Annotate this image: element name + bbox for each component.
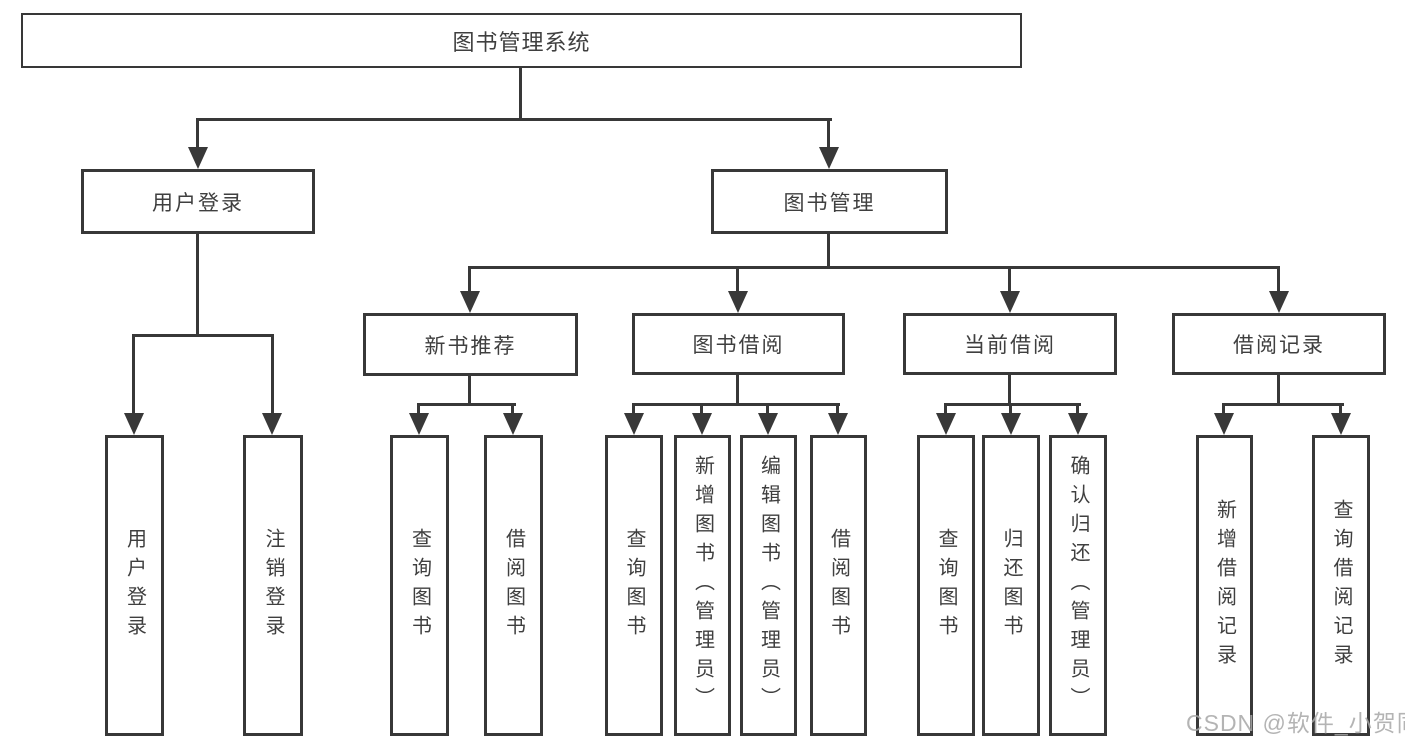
watermark: CSDN @软件_小贺同学 [1186,710,1405,736]
node-new-book-recommendation: 新书推荐 [363,313,578,376]
connector-line [132,334,135,414]
leaf-user-login: 用户登录 [105,435,164,736]
leaf-query-books-borrowing: 查询图书 [605,435,663,736]
connector-line [196,118,832,121]
connector-line [417,403,516,406]
arrow-down-icon [1214,413,1234,435]
arrow-down-icon [503,413,523,435]
connector-line [196,118,199,149]
leaf-add-borrow-record: 新增借阅记录 [1196,435,1253,736]
node-borrowing-records: 借阅记录 [1172,313,1386,375]
connector-line [632,403,635,415]
connector-line [511,403,514,415]
connector-line [827,234,830,268]
node-label: 查询图书 [935,527,957,644]
arrow-down-icon [692,413,712,435]
connector-line [1008,375,1011,405]
connector-line [468,266,471,293]
node-label: 编辑图书（管理员） [757,455,780,716]
node-label: 查询借阅记录 [1330,498,1352,673]
node-label: 借阅记录 [1233,334,1325,357]
node-label: 确认归还（管理员） [1067,455,1089,716]
node-label: 借阅图书 [827,527,850,644]
connector-line [1339,403,1342,415]
node-label: 用户登录 [152,191,244,215]
connector-line [632,403,840,406]
leaf-logout: 注销登录 [243,435,303,736]
leaf-confirm-return-admin: 确认归还（管理员） [1049,435,1107,736]
node-label: 新书推荐 [424,334,517,358]
node-label: 归还图书 [1000,527,1022,644]
connector-line [836,403,839,415]
leaf-edit-books-admin: 编辑图书（管理员） [740,435,797,736]
leaf-borrow-books-borrowing: 借阅图书 [810,435,867,736]
node-label: 当前借阅 [964,334,1056,357]
node-current-borrowing: 当前借阅 [903,313,1117,375]
connector-line [196,234,199,336]
node-label: 图书借阅 [692,334,785,357]
connector-line [1008,266,1011,293]
connector-line [1076,403,1079,415]
node-label: 注销登录 [262,527,284,644]
connector-line [1277,266,1280,293]
node-label: 用户登录 [123,527,146,644]
connector-line [132,334,274,337]
arrow-down-icon [624,413,644,435]
node-label: 查询图书 [623,527,645,644]
connector-line [766,403,769,415]
node-book-management: 图书管理 [711,169,948,234]
node-label: 新增图书（管理员） [691,455,714,716]
connector-line [736,375,739,405]
connector-line [944,403,947,415]
connector-line [417,403,420,415]
node-label: 新增借阅记录 [1213,498,1236,673]
leaf-query-books-current: 查询图书 [917,435,975,736]
node-library-management-system: 图书管理系统 [21,13,1022,68]
leaf-return-books: 归还图书 [982,435,1040,736]
leaf-query-borrow-record: 查询借阅记录 [1312,435,1370,736]
leaf-query-books-recommend: 查询图书 [390,435,449,736]
node-label: 查询图书 [408,527,431,644]
connector-line [1009,403,1012,415]
connector-line [519,68,522,120]
node-label: 图书管理系统 [452,29,591,55]
connector-line [1222,403,1225,415]
arrow-down-icon [819,147,839,169]
connector-line [736,266,739,293]
connector-line [468,266,1280,269]
arrow-down-icon [262,413,282,435]
arrow-down-icon [728,291,748,313]
arrow-down-icon [1331,413,1351,435]
arrow-down-icon [409,413,429,435]
arrow-down-icon [1000,291,1020,313]
connector-line [700,403,703,415]
arrow-down-icon [1269,291,1289,313]
connector-line [827,118,830,149]
connector-line [1277,375,1280,405]
arrow-down-icon [460,291,480,313]
node-label: 图书管理 [783,191,876,215]
arrow-down-icon [124,413,144,435]
arrow-down-icon [1068,413,1088,435]
node-user-login: 用户登录 [81,169,315,234]
arrow-down-icon [188,147,208,169]
arrow-down-icon [1001,413,1021,435]
leaf-borrow-books-recommend: 借阅图书 [484,435,543,736]
arrow-down-icon [936,413,956,435]
node-book-borrowing: 图书借阅 [632,313,845,375]
connector-line [468,375,471,405]
connector-line [944,403,1081,406]
connector-line [1222,403,1344,406]
arrow-down-icon [758,413,778,435]
node-label: 借阅图书 [502,527,525,644]
arrow-down-icon [828,413,848,435]
connector-line [271,334,274,414]
leaf-add-books-admin: 新增图书（管理员） [674,435,731,736]
